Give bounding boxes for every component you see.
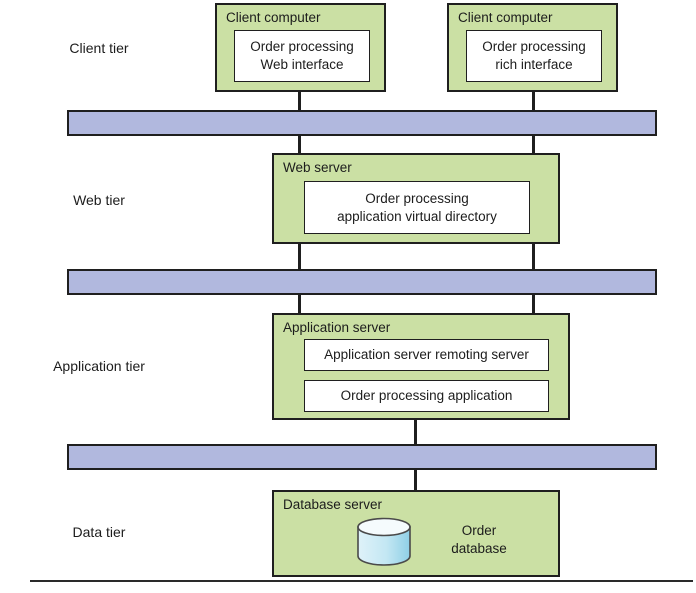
connector-line [298, 90, 301, 112]
connector-line [532, 242, 535, 271]
connector-line [414, 468, 417, 492]
bottom-divider [30, 580, 693, 582]
connector-line [298, 134, 301, 155]
web-server-box: Web server Order processing application … [272, 153, 560, 244]
client-computer-1-component: Order processing Web interface [234, 30, 370, 82]
web-server-component: Order processing application virtual dir… [304, 181, 530, 234]
application-server-box: Application server Application server re… [272, 313, 570, 420]
tier-label-client: Client tier [69, 40, 129, 56]
client-computer-1-title: Client computer [226, 10, 321, 25]
order-processing-application-component: Order processing application [304, 380, 549, 412]
tier-label-web: Web tier [73, 192, 125, 208]
tier-label-application: Application tier [53, 358, 145, 374]
client-computer-2-component: Order processing rich interface [466, 30, 602, 82]
network-bar-3 [67, 444, 657, 470]
client-computer-2-box: Client computer Order processing rich in… [447, 3, 618, 92]
connector-line [298, 242, 301, 271]
network-bar-1 [67, 110, 657, 136]
web-server-title: Web server [283, 160, 352, 175]
connector-line [532, 90, 535, 112]
connector-line [532, 134, 535, 155]
database-server-box: Database server Order database [272, 490, 560, 577]
application-server-remoting-component: Application server remoting server [304, 339, 549, 371]
client-computer-1-box: Client computer Order processing Web int… [215, 3, 386, 92]
connector-line [298, 293, 301, 315]
database-cylinder-icon [357, 517, 411, 566]
network-bar-2 [67, 269, 657, 295]
database-server-title: Database server [283, 497, 383, 512]
application-server-title: Application server [283, 320, 391, 335]
connector-line [532, 293, 535, 315]
client-computer-2-title: Client computer [458, 10, 553, 25]
database-label: Order database [451, 523, 507, 557]
connector-line [414, 419, 417, 446]
tier-label-data: Data tier [72, 524, 126, 540]
